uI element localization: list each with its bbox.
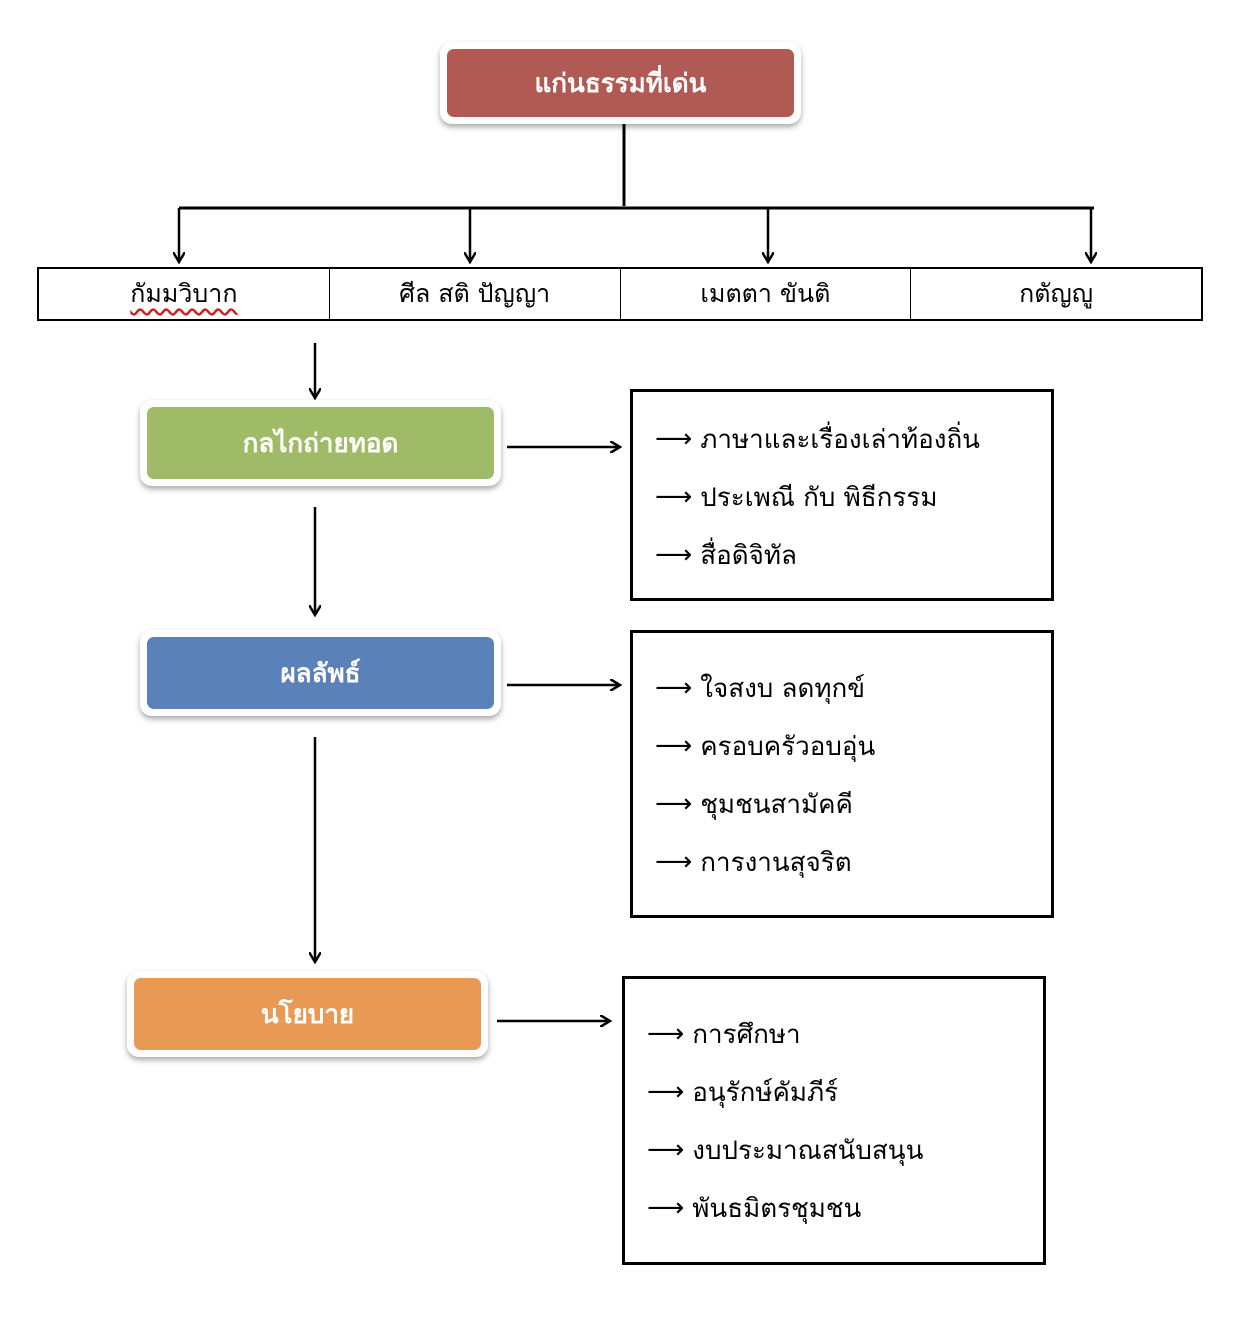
arrow-right-icon: ⟶: [655, 847, 693, 877]
virtue-label: เมตตา ขันติ: [700, 279, 831, 308]
arrow-right-icon: ⟶: [655, 482, 693, 512]
arrow-right-icon: ⟶: [655, 789, 693, 819]
list-item-text: งบประมาณสนับสนุน: [692, 1135, 924, 1166]
stage-label: กลไกถ่ายทอด: [147, 407, 494, 479]
stage-label: ผลลัพธ์: [147, 637, 494, 709]
list-item: ⟶ชุมชนสามัคคี: [655, 775, 1051, 833]
stage-node-transmission: กลไกถ่ายทอด: [140, 400, 501, 486]
list-item-text: ครอบครัวอบอุ่น: [700, 731, 876, 762]
arrow-right-icon: ⟶: [647, 1019, 685, 1049]
stage-node-outcomes: ผลลัพธ์: [140, 630, 501, 716]
list-item: ⟶ประเพณี กับ พิธีกรรม: [655, 468, 1051, 526]
stage-node-policy: นโยบาย: [127, 971, 488, 1057]
list-item-text: ประเพณี กับ พิธีกรรม: [700, 482, 938, 513]
list-item-text: อนุรักษ์คัมภีร์: [692, 1077, 839, 1108]
virtue-cell: กตัญญู: [911, 269, 1201, 319]
policy-list-box: ⟶การศึกษา ⟶อนุรักษ์คัมภีร์ ⟶งบประมาณสนับ…: [622, 976, 1046, 1265]
list-item: ⟶สื่อดิจิทัล: [655, 526, 1051, 584]
list-item: ⟶ครอบครัวอบอุ่น: [655, 717, 1051, 775]
transmission-list-box: ⟶ภาษาและเรื่องเล่าท้องถิ่น ⟶ประเพณี กับ …: [630, 389, 1054, 601]
list-item-text: สื่อดิจิทัล: [700, 540, 797, 571]
arrow-right-icon: ⟶: [647, 1135, 685, 1165]
root-node-label: แก่นธรรมที่เด่น: [447, 49, 794, 117]
virtue-label: กตัญญู: [1019, 279, 1094, 308]
list-item: ⟶ใจสงบ ลดทุกข์: [655, 659, 1051, 717]
list-item: ⟶การงานสุจริต: [655, 833, 1051, 891]
outcomes-list-box: ⟶ใจสงบ ลดทุกข์ ⟶ครอบครัวอบอุ่น ⟶ชุมชนสาม…: [630, 630, 1054, 918]
list-item: ⟶การศึกษา: [647, 1005, 1043, 1063]
list-item: ⟶ภาษาและเรื่องเล่าท้องถิ่น: [655, 410, 1051, 468]
arrow-right-icon: ⟶: [655, 673, 693, 703]
arrow-right-icon: ⟶: [647, 1193, 685, 1223]
list-item-text: พันธมิตรชุมชน: [692, 1193, 862, 1224]
list-item-text: ภาษาและเรื่องเล่าท้องถิ่น: [700, 424, 980, 455]
virtue-label: ศีล สติ ปัญญา: [399, 279, 551, 308]
list-item-text: การศึกษา: [692, 1019, 801, 1050]
arrow-right-icon: ⟶: [655, 540, 693, 570]
virtue-cell: เมตตา ขันติ: [621, 269, 912, 319]
root-node: แก่นธรรมที่เด่น: [440, 42, 801, 124]
list-item-text: ใจสงบ ลดทุกข์: [700, 673, 866, 704]
list-item: ⟶งบประมาณสนับสนุน: [647, 1121, 1043, 1179]
list-item: ⟶พันธมิตรชุมชน: [647, 1179, 1043, 1237]
list-item: ⟶อนุรักษ์คัมภีร์: [647, 1063, 1043, 1121]
virtue-label: กัมมวิบาก: [130, 279, 238, 308]
arrow-right-icon: ⟶: [655, 731, 693, 761]
virtue-cell: ศีล สติ ปัญญา: [330, 269, 621, 319]
list-item-text: ชุมชนสามัคคี: [700, 789, 853, 820]
arrow-right-icon: ⟶: [647, 1077, 685, 1107]
arrow-right-icon: ⟶: [655, 424, 693, 454]
virtue-cell: กัมมวิบาก: [39, 269, 330, 319]
stage-label: นโยบาย: [134, 978, 481, 1050]
virtues-row: กัมมวิบาก ศีล สติ ปัญญา เมตตา ขันติ กตัญ…: [37, 267, 1203, 321]
list-item-text: การงานสุจริต: [700, 847, 852, 878]
